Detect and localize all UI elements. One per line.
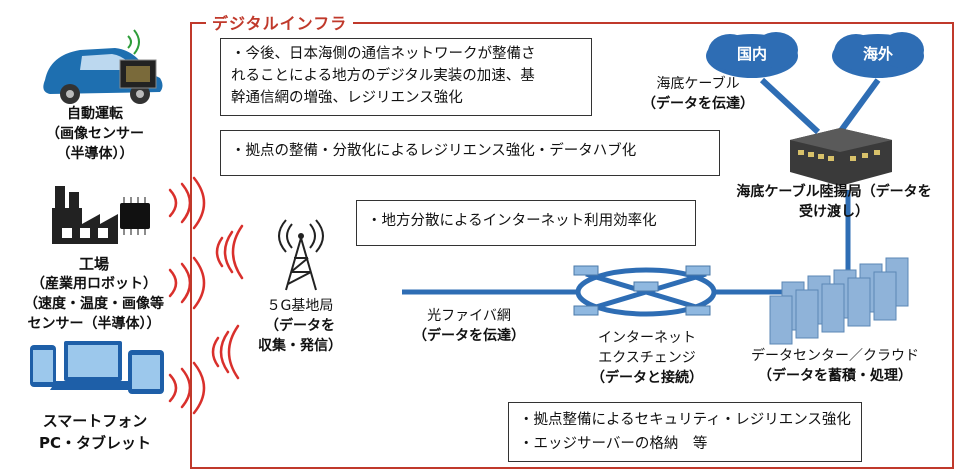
ix-switch-icons bbox=[573, 265, 711, 316]
ix-line3: （データと接続） bbox=[591, 370, 703, 386]
devices-label: スマートフォン PC・タブレット bbox=[10, 410, 180, 454]
base-station-line2: （データを bbox=[265, 318, 335, 334]
callout-edge-line2: ・エッジサーバーの格納 等 bbox=[519, 436, 708, 452]
car-label-line2: （画像センサー bbox=[46, 126, 144, 142]
factory-label-line1: 工場 bbox=[78, 255, 109, 273]
car-label-line1: 自動運転 bbox=[67, 106, 123, 122]
cloud-links bbox=[759, 77, 881, 135]
factory-label-line3: （速度・温度・画像等 bbox=[24, 296, 164, 312]
callout-sea-network-line2: れることによる地方のデジタル実装の加速、基 bbox=[231, 68, 535, 84]
callout-edge: ・拠点整備によるセキュリティ・レジリエンス強化 ・エッジサーバーの格納 等 bbox=[508, 402, 862, 462]
cloud-domestic-label: 国内 bbox=[736, 45, 767, 63]
frame-title: デジタルインフラ bbox=[206, 10, 354, 34]
factory-label-line2: （産業用ロボット） bbox=[31, 276, 157, 292]
datacenter-icon bbox=[769, 257, 909, 345]
landing-station-building-icon bbox=[790, 128, 892, 186]
submarine-cable-label: 海底ケーブル （データを伝達） bbox=[630, 74, 766, 114]
fiber-line2: （データを伝達） bbox=[413, 328, 525, 344]
callout-hub: ・拠点の整備・分散化によるレジリエンス強化・データハブ化 bbox=[220, 130, 720, 176]
callout-sea-network-line1: ・今後、日本海側の通信ネットワークが整備さ bbox=[231, 46, 536, 62]
base-station-line1: ５G基地局 bbox=[266, 298, 334, 314]
devices-label-line2: PC・タブレット bbox=[38, 434, 151, 452]
datacenter-line2: （データを蓄積・処理） bbox=[758, 368, 912, 384]
devices-icon bbox=[30, 341, 164, 394]
cloud-domestic-icon bbox=[706, 32, 798, 78]
devices-label-line1: スマートフォン bbox=[42, 412, 148, 430]
callout-sea-network-line3: 幹通信網の増強、レジリエンス強化 bbox=[231, 90, 463, 106]
factory-icon bbox=[52, 186, 150, 244]
callout-sea-network: ・今後、日本海側の通信ネットワークが整備さ れることによる地方のデジタル実装の加… bbox=[220, 38, 592, 116]
submarine-cable-line1: 海底ケーブル bbox=[656, 76, 740, 92]
base-station-line3: 収集・発信） bbox=[258, 338, 342, 354]
callout-regional-text: ・地方分散によるインターネット利用効率化 bbox=[367, 213, 657, 229]
antenna-tower-icon bbox=[278, 219, 324, 291]
landing-station-line2: 受け渡し） bbox=[799, 204, 869, 220]
cloud-overseas-label: 海外 bbox=[862, 45, 893, 63]
datacenter-line1: データセンター／クラウド bbox=[751, 348, 919, 364]
ix-line1: インターネット bbox=[598, 330, 696, 346]
base-station-label: ５G基地局 （データを 収集・発信） bbox=[250, 296, 350, 356]
car-label-line3: （半導体）） bbox=[56, 146, 134, 162]
callout-regional: ・地方分散によるインターネット利用効率化 bbox=[356, 200, 696, 246]
callout-hub-text: ・拠点の整備・分散化によるレジリエンス強化・データハブ化 bbox=[231, 143, 637, 159]
fiber-label: 光ファイバ網 （データを伝達） bbox=[404, 306, 534, 346]
fiber-line1: 光ファイバ網 bbox=[427, 308, 511, 324]
ix-line2: エクスチェンジ bbox=[598, 350, 696, 366]
car-icon bbox=[43, 29, 163, 104]
ix-label: インターネット エクスチェンジ （データと接続） bbox=[582, 328, 712, 388]
landing-station-line1: 海底ケーブル陸揚局（データを bbox=[736, 184, 932, 200]
factory-label-line4: センサー（半導体）） bbox=[27, 316, 161, 332]
cloud-overseas-icon bbox=[832, 32, 924, 78]
factory-label: 工場 （産業用ロボット） （速度・温度・画像等 センサー（半導体）） bbox=[6, 254, 182, 334]
wireless-waves-right bbox=[211, 224, 244, 380]
car-label: 自動運転 （画像センサー （半導体）） bbox=[20, 104, 170, 164]
callout-edge-line1: ・拠点整備によるセキュリティ・レジリエンス強化 bbox=[519, 412, 851, 428]
landing-station-label: 海底ケーブル陸揚局（データを 受け渡し） bbox=[714, 182, 954, 222]
datacenter-label: データセンター／クラウド （データを蓄積・処理） bbox=[740, 346, 930, 386]
digital-infra-frame bbox=[190, 22, 954, 469]
submarine-cable-line2: （データを伝達） bbox=[642, 96, 754, 112]
